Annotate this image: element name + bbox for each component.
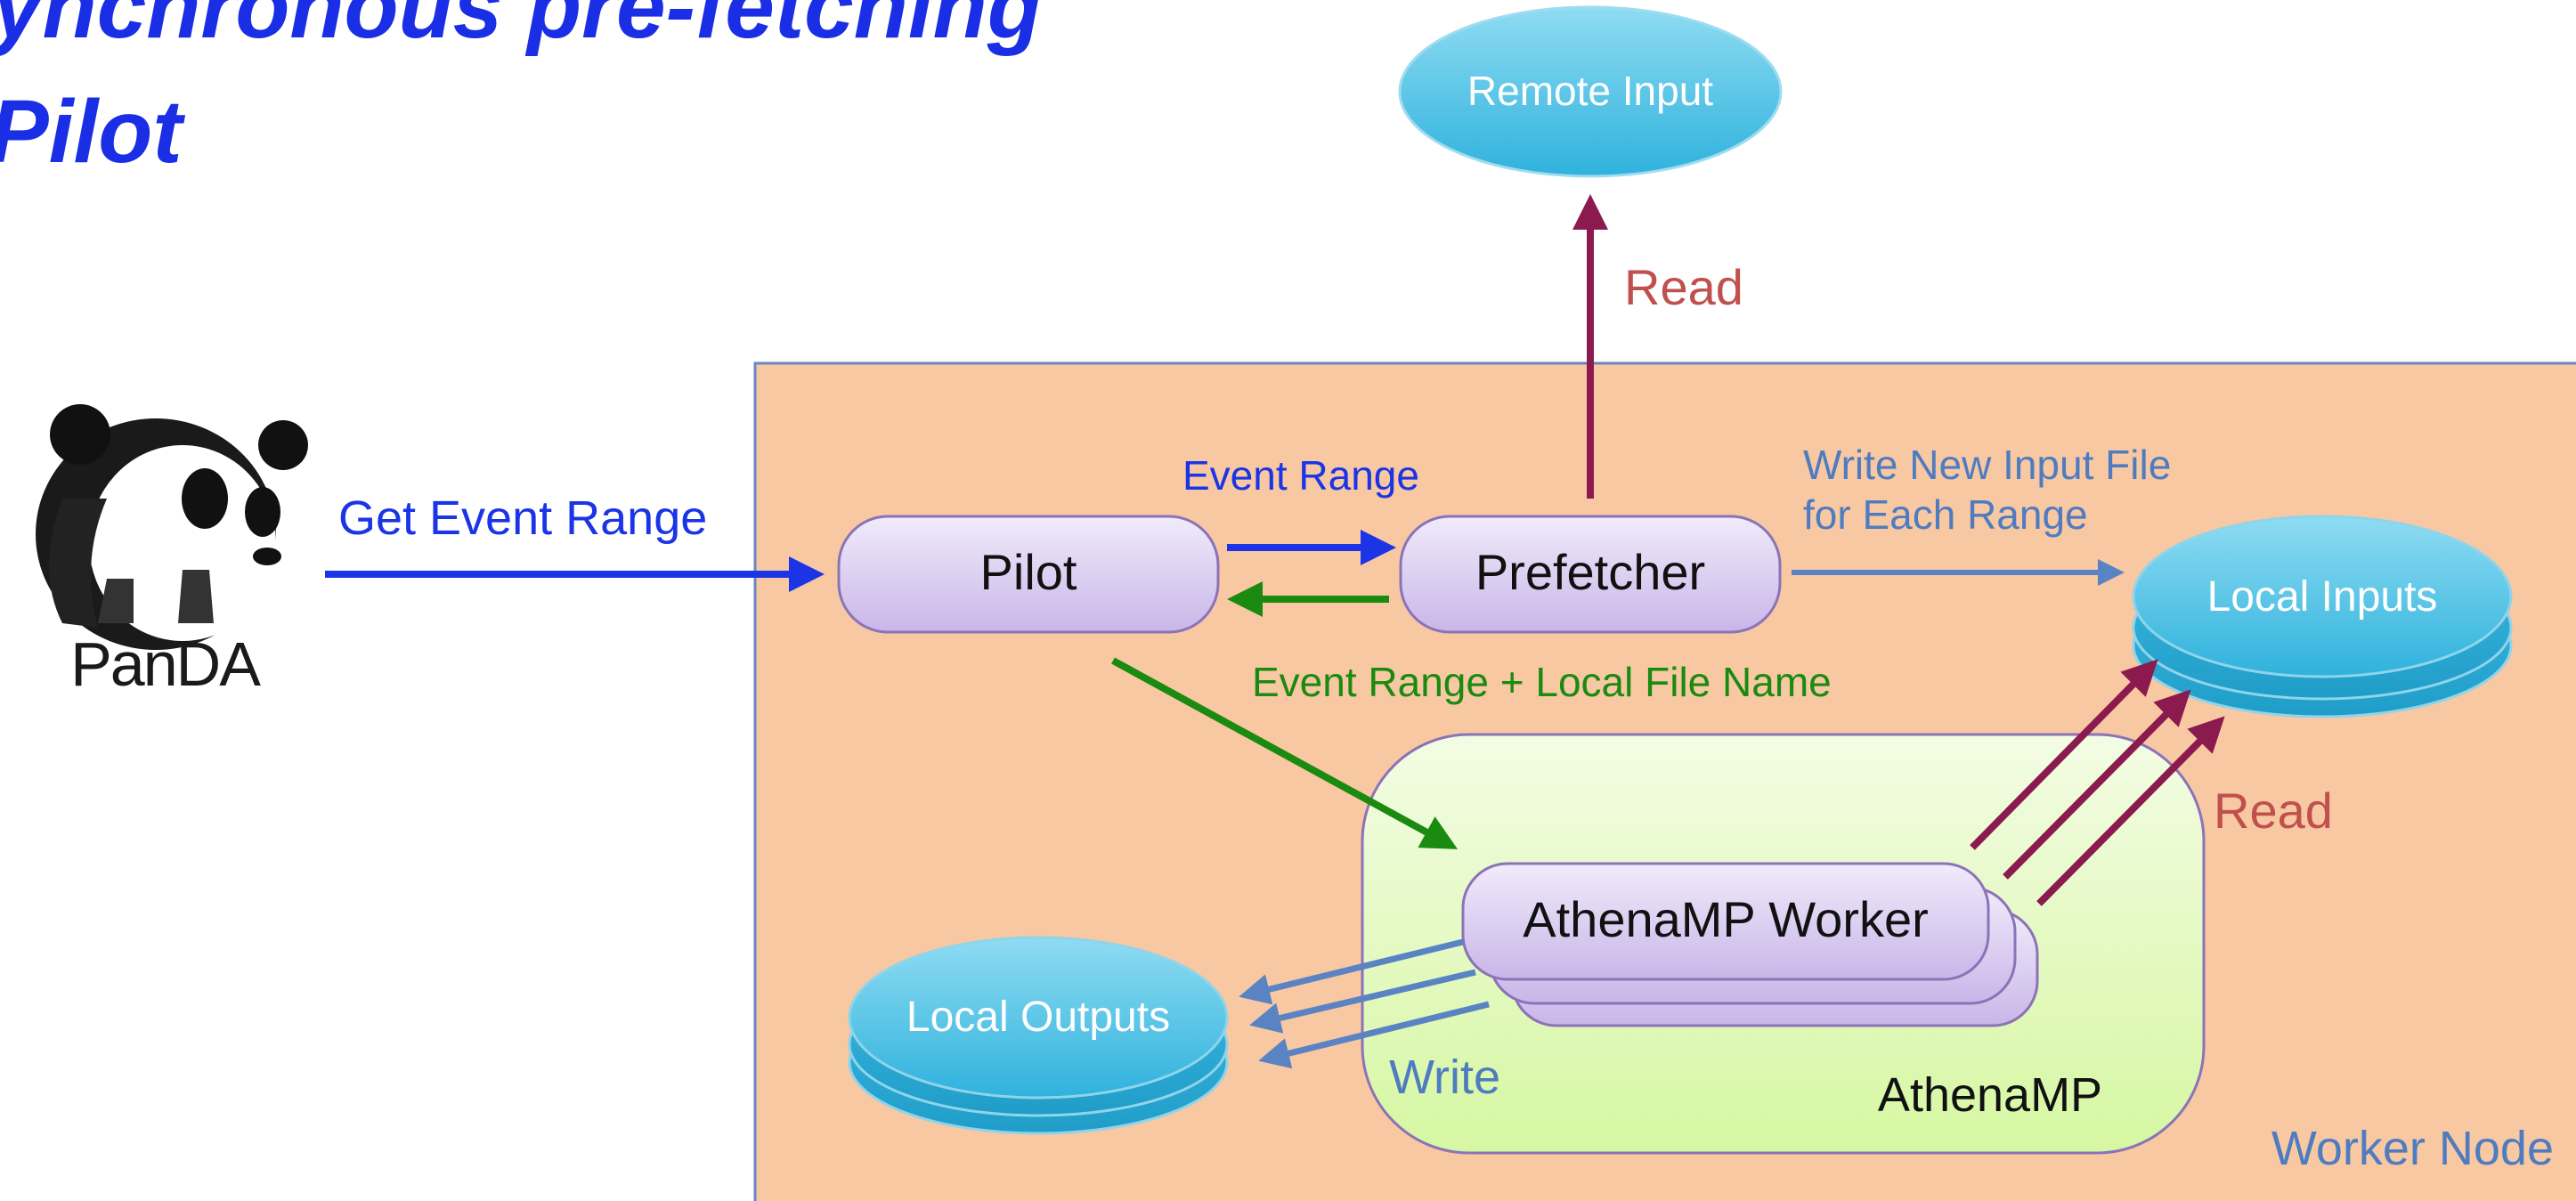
- athenamp-worker-label: AthenaMP Worker: [1523, 891, 1928, 947]
- local-outputs-label: Local Outputs: [906, 994, 1170, 1041]
- read-local-arrow-1: [1970, 659, 2158, 850]
- local-inputs-node: Local Inputs: [2132, 515, 2513, 718]
- local-outputs-node: Local Outputs: [848, 936, 1229, 1135]
- slide-title-line2: Pilot: [0, 82, 185, 182]
- pilot-node: Pilot: [837, 515, 1220, 634]
- write-output-arrow-1: [1239, 938, 1464, 1005]
- worker-node-label: Worker Node: [2271, 1122, 2554, 1175]
- panda-icon: [36, 404, 308, 650]
- read-local-label: Read: [2214, 783, 2333, 839]
- event-range-local-file-label: Event Range + Local File Name: [1252, 659, 1832, 705]
- read-remote-label: Read: [1624, 259, 1743, 315]
- write-new-input-label-line1: Write New Input File: [1803, 442, 2171, 488]
- athenamp-worker-stack: AthenaMP Worker: [1461, 862, 2039, 1027]
- write-new-input-label-line2: for Each Range: [1803, 491, 2088, 538]
- panda-logo-text: PanDA: [70, 629, 261, 699]
- prefetcher-label: Prefetcher: [1475, 544, 1705, 600]
- write-outputs-label: Write: [1389, 1051, 1500, 1104]
- write-output-arrow-3: [1258, 1001, 1490, 1069]
- read-local-arrow-3: [2036, 716, 2225, 906]
- read-local-arrow-2: [2003, 689, 2191, 880]
- event-range-local-file-arrow: [1111, 657, 1459, 849]
- get-event-range-label: Get Event Range: [338, 491, 707, 545]
- remote-input-label: Remote Input: [1467, 68, 1713, 114]
- prefetcher-node: Prefetcher: [1399, 515, 1782, 634]
- remote-input-node: Remote Input: [1398, 5, 1783, 178]
- local-inputs-label: Local Inputs: [2207, 573, 2438, 621]
- pilot-label: Pilot: [980, 544, 1077, 600]
- athenamp-label: AthenaMP: [1878, 1068, 2102, 1122]
- slide-title-line1: ynchronous pre-fetching: [0, 0, 1042, 57]
- write-output-arrow-2: [1249, 969, 1476, 1034]
- event-range-label: Event Range: [1182, 452, 1419, 499]
- panda-logo: PanDA: [36, 404, 308, 699]
